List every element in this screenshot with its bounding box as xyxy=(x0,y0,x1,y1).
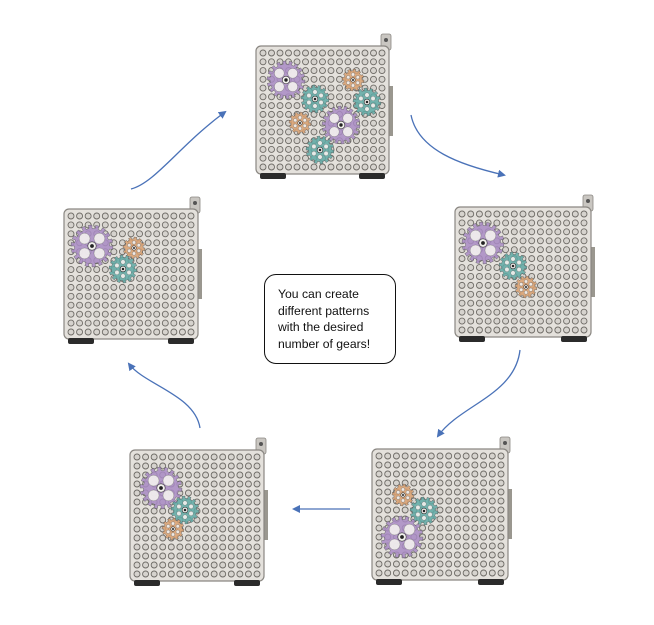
callout-line-4: number of gears! xyxy=(278,336,371,351)
arrow-right-to-bottom-right xyxy=(436,349,521,438)
gear-purple-6 xyxy=(321,105,361,145)
side-panel xyxy=(197,249,202,299)
gear-purple-3 xyxy=(380,515,424,559)
gear-box-bottom-right xyxy=(371,436,512,585)
callout-line-2: different patterns xyxy=(278,303,370,318)
gear-teal-4 xyxy=(352,87,382,117)
callout-line-3: with the desired xyxy=(278,320,364,334)
gear-teal-2 xyxy=(409,496,439,526)
gear-orange-1 xyxy=(391,483,415,507)
gear-teal-3 xyxy=(108,254,138,284)
gear-orange-2 xyxy=(122,236,146,260)
arrow-left-to-top xyxy=(130,110,227,190)
left-foot xyxy=(134,580,160,586)
side-panel xyxy=(507,489,512,539)
gear-purple-1 xyxy=(461,221,505,265)
side-panel xyxy=(388,86,393,136)
arrow-top-to-right xyxy=(410,114,506,178)
left-foot xyxy=(68,338,94,344)
tab-hole xyxy=(384,38,388,42)
gear-orange-2 xyxy=(341,68,365,92)
gear-purple-1 xyxy=(70,224,114,268)
right-foot xyxy=(561,336,587,342)
arrow-bottom-left-to-left xyxy=(127,362,201,429)
callout-line-1: You can create xyxy=(278,287,359,301)
right-foot xyxy=(234,580,260,586)
side-panel xyxy=(263,490,268,540)
gear-orange-3 xyxy=(161,517,185,541)
gear-orange-3 xyxy=(514,275,538,299)
gear-box-right xyxy=(454,194,595,342)
left-foot xyxy=(376,579,402,585)
gear-box-top xyxy=(255,33,393,179)
gear-box-left xyxy=(63,196,202,344)
gear-box-bottom-left xyxy=(129,437,268,586)
gear-orange-5 xyxy=(288,111,312,135)
box-body xyxy=(129,449,265,582)
right-foot xyxy=(359,173,385,179)
gear-purple-1 xyxy=(139,466,183,510)
tab-hole xyxy=(503,441,507,445)
callout-note: You can create different patterns with t… xyxy=(264,274,396,364)
gear-teal-3 xyxy=(300,84,330,114)
gear-teal-7 xyxy=(305,135,335,165)
box-body xyxy=(371,448,509,581)
side-panel xyxy=(590,247,595,297)
right-foot xyxy=(478,579,504,585)
left-foot xyxy=(459,336,485,342)
left-foot xyxy=(260,173,286,179)
gear-teal-2 xyxy=(170,495,200,525)
gear-purple-1 xyxy=(266,60,306,100)
tab-hole xyxy=(193,201,197,205)
tab-hole xyxy=(259,442,263,446)
tab-hole xyxy=(586,199,590,203)
gear-boxes xyxy=(63,33,595,586)
gear-teal-2 xyxy=(498,251,528,281)
right-foot xyxy=(168,338,194,344)
cycle-arrows xyxy=(127,110,521,513)
